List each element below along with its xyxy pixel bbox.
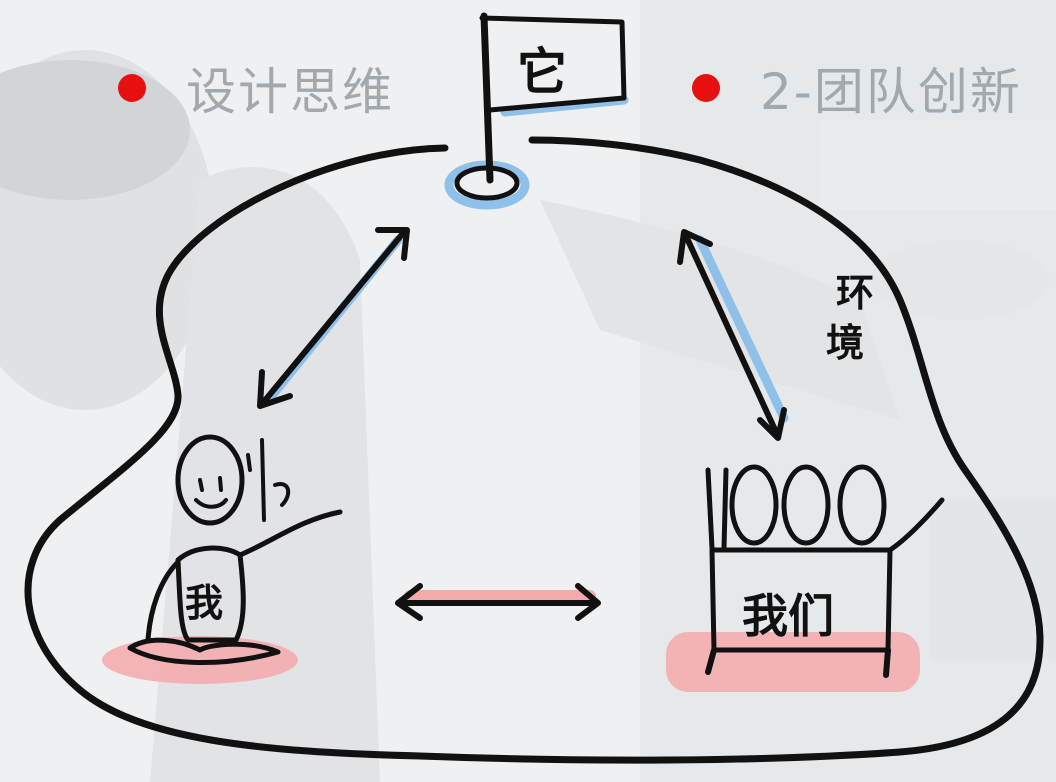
flag-cloth xyxy=(479,15,627,113)
header-item-right: 2-团队创新 xyxy=(692,52,1022,124)
team-label: 我们 xyxy=(742,589,834,643)
team-head-1 xyxy=(729,464,779,546)
me-body xyxy=(175,545,246,643)
me-eyes xyxy=(198,476,223,492)
bullet-dot xyxy=(692,74,720,102)
header-right-label: 2-团队创新 xyxy=(760,63,1022,121)
header-item-left: 设计思维 xyxy=(118,52,394,124)
arrow-it-team-blue xyxy=(695,235,789,423)
team-head-3 xyxy=(837,464,887,546)
bullet-dot xyxy=(118,74,146,102)
team-highlight xyxy=(666,632,920,692)
arrow-it-team-head-top xyxy=(677,229,713,265)
team-heads xyxy=(705,467,729,551)
flag-pole xyxy=(480,12,494,184)
environment-label-line2: 境 xyxy=(826,321,865,365)
me-head xyxy=(175,434,245,526)
arrow-me-it-head-bottom xyxy=(257,369,293,409)
me-left-arm xyxy=(145,559,181,643)
team-legs xyxy=(705,647,891,678)
me-raised-arm xyxy=(237,509,343,558)
arrow-me-it xyxy=(259,229,407,407)
me-legs xyxy=(127,637,281,666)
arrow-me-team-head-right xyxy=(575,583,601,621)
team-head-2 xyxy=(781,464,831,546)
header-left-label: 设计思维 xyxy=(186,63,394,121)
environment-blob-outline xyxy=(24,136,1044,764)
me-smile xyxy=(194,498,228,509)
me-label: 我 xyxy=(185,581,224,625)
arrow-it-team-head-bottom xyxy=(757,407,787,441)
environment-label-line1: 环 xyxy=(836,271,875,315)
arrow-me-it-head-top xyxy=(375,227,410,261)
team-raised-arm xyxy=(887,497,945,553)
flag-label: 它 xyxy=(517,43,567,101)
arrow-it-team xyxy=(683,233,779,435)
arrow-me-team-head-left xyxy=(395,583,423,621)
me-sound-lines xyxy=(246,438,291,522)
me-cushion xyxy=(102,636,298,684)
